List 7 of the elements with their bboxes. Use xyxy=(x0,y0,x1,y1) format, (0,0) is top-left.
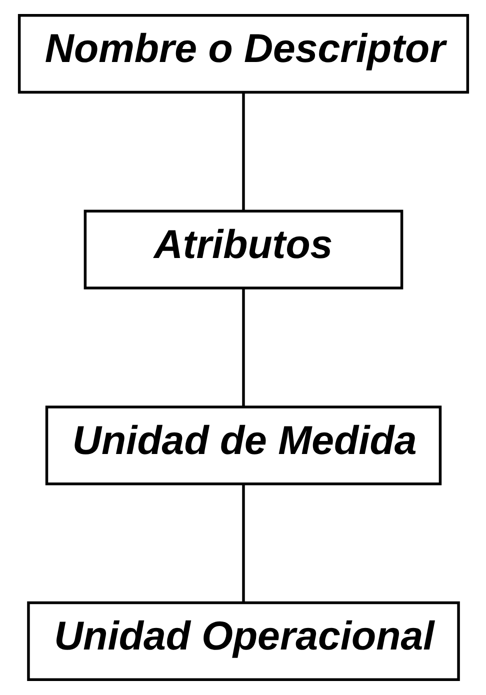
connector xyxy=(242,484,244,602)
connector xyxy=(242,288,244,407)
node-box: Atributos xyxy=(83,210,403,290)
connector xyxy=(242,92,244,211)
node-box: Unidad Operacional xyxy=(26,601,460,682)
node-box: Nombre o Descriptor xyxy=(17,14,469,94)
node-box: Unidad de Medida xyxy=(44,406,442,486)
